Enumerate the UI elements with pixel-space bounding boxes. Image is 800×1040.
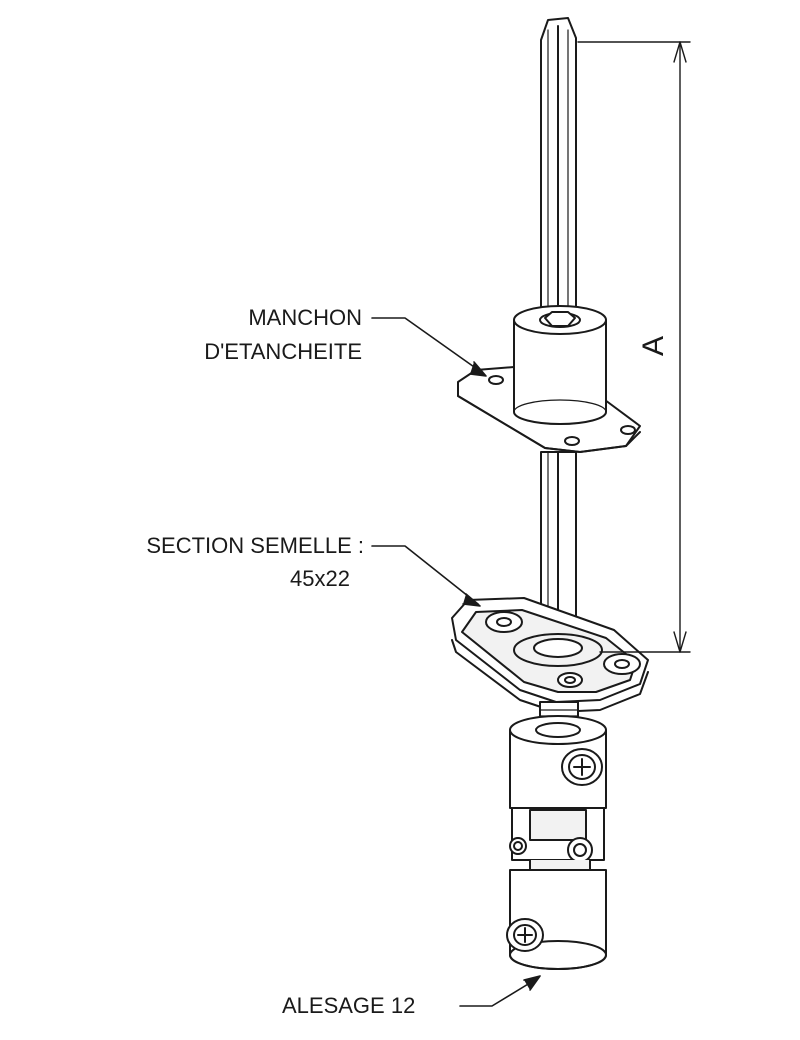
leader-section	[371, 545, 481, 607]
label-section-line1: SECTION SEMELLE :	[146, 533, 364, 558]
screw-upper	[561, 748, 603, 786]
label-section-line2: 45x22	[290, 566, 350, 591]
label-manchon-line2: D'ETANCHEITE	[204, 339, 362, 364]
screw-lower	[506, 918, 544, 952]
sealing-sleeve	[513, 305, 607, 425]
dimension-a-label: A	[637, 336, 670, 357]
leader-manchon	[371, 317, 487, 377]
dimension-a	[577, 41, 691, 653]
label-alesage: ALESAGE 12	[282, 993, 416, 1018]
label-manchon-line1: MANCHON	[248, 305, 362, 330]
sole-plate	[451, 597, 649, 713]
leader-alesage	[459, 975, 541, 1007]
